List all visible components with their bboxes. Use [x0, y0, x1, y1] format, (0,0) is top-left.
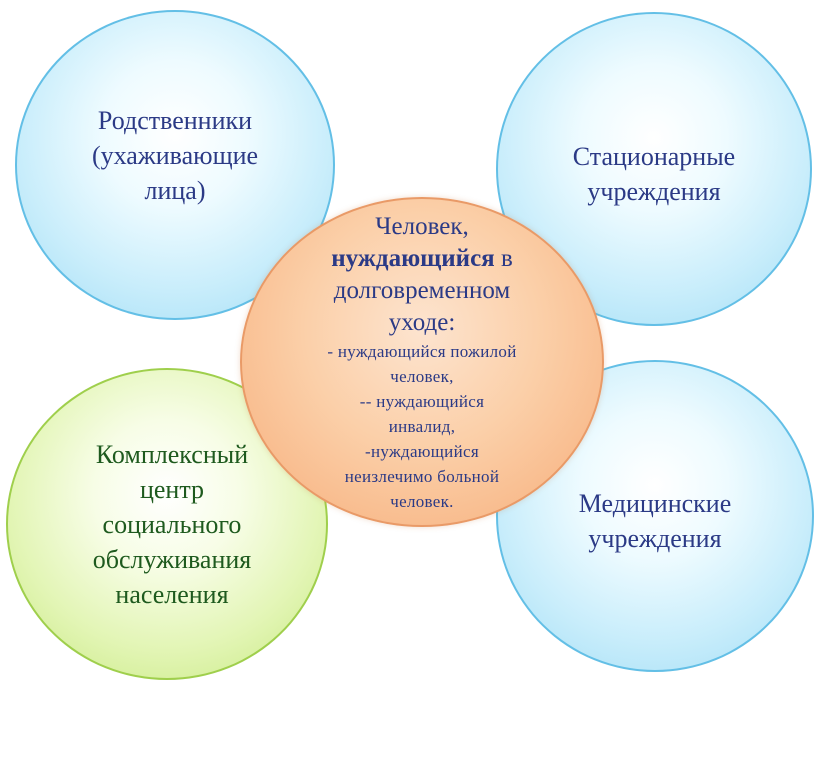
- center-details: - нуждающийся пожилой человек, -- нуждаю…: [327, 342, 517, 511]
- circle-social-service-center: Комплексный центр социального обслуживан…: [6, 368, 328, 680]
- circle-inpatient-institutions: Стационарные учреждения: [496, 12, 812, 326]
- center-title-line2-rest: в: [494, 245, 513, 272]
- center-title-line3: долговременном: [333, 277, 511, 304]
- medical-institutions-label: Медицинские учреждения: [578, 489, 732, 553]
- center-title-line4: уходе:: [388, 309, 456, 336]
- relatives-label: Родственники (ухаживающие лица): [91, 105, 259, 205]
- inpatient-institutions-label: Стационарные учреждения: [572, 142, 736, 206]
- center-title-bold: нуждающийся: [331, 245, 495, 272]
- center-title-line1: Человек,: [375, 213, 469, 240]
- social-service-center-label: Комплексный центр социального обслуживан…: [92, 439, 252, 609]
- circle-person-in-need: Человек, нуждающийся в долговременном ух…: [240, 197, 604, 527]
- circle-relatives: Родственники (ухаживающие лица): [15, 10, 335, 320]
- center-title-line2: нуждающийся в: [331, 243, 513, 275]
